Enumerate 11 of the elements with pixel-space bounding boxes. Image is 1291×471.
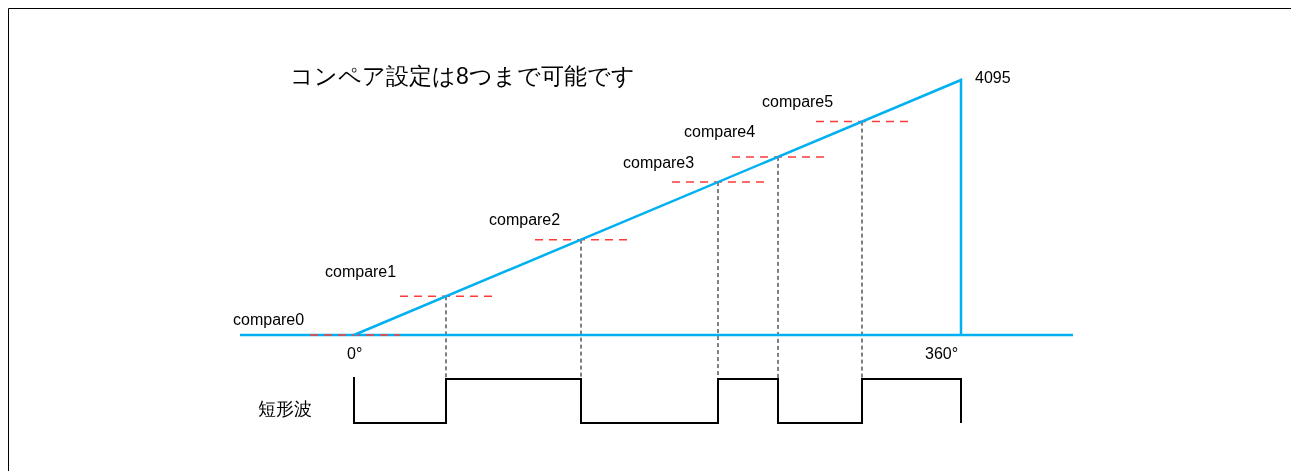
- wave-label: 短形波: [258, 400, 312, 418]
- compare-label: compare5: [762, 94, 834, 110]
- compare-label: compare1: [325, 264, 397, 280]
- compare-label: compare4: [684, 124, 756, 140]
- compare-label: compare3: [623, 155, 695, 171]
- value-label: 4095: [975, 70, 1011, 86]
- compare-label: compare0: [233, 312, 305, 328]
- angle-label: 360°: [925, 346, 959, 362]
- compare-label: compare2: [489, 212, 561, 228]
- title: コンペア設定は8つまで可能です: [290, 65, 635, 88]
- angle-label: 0°: [347, 346, 363, 362]
